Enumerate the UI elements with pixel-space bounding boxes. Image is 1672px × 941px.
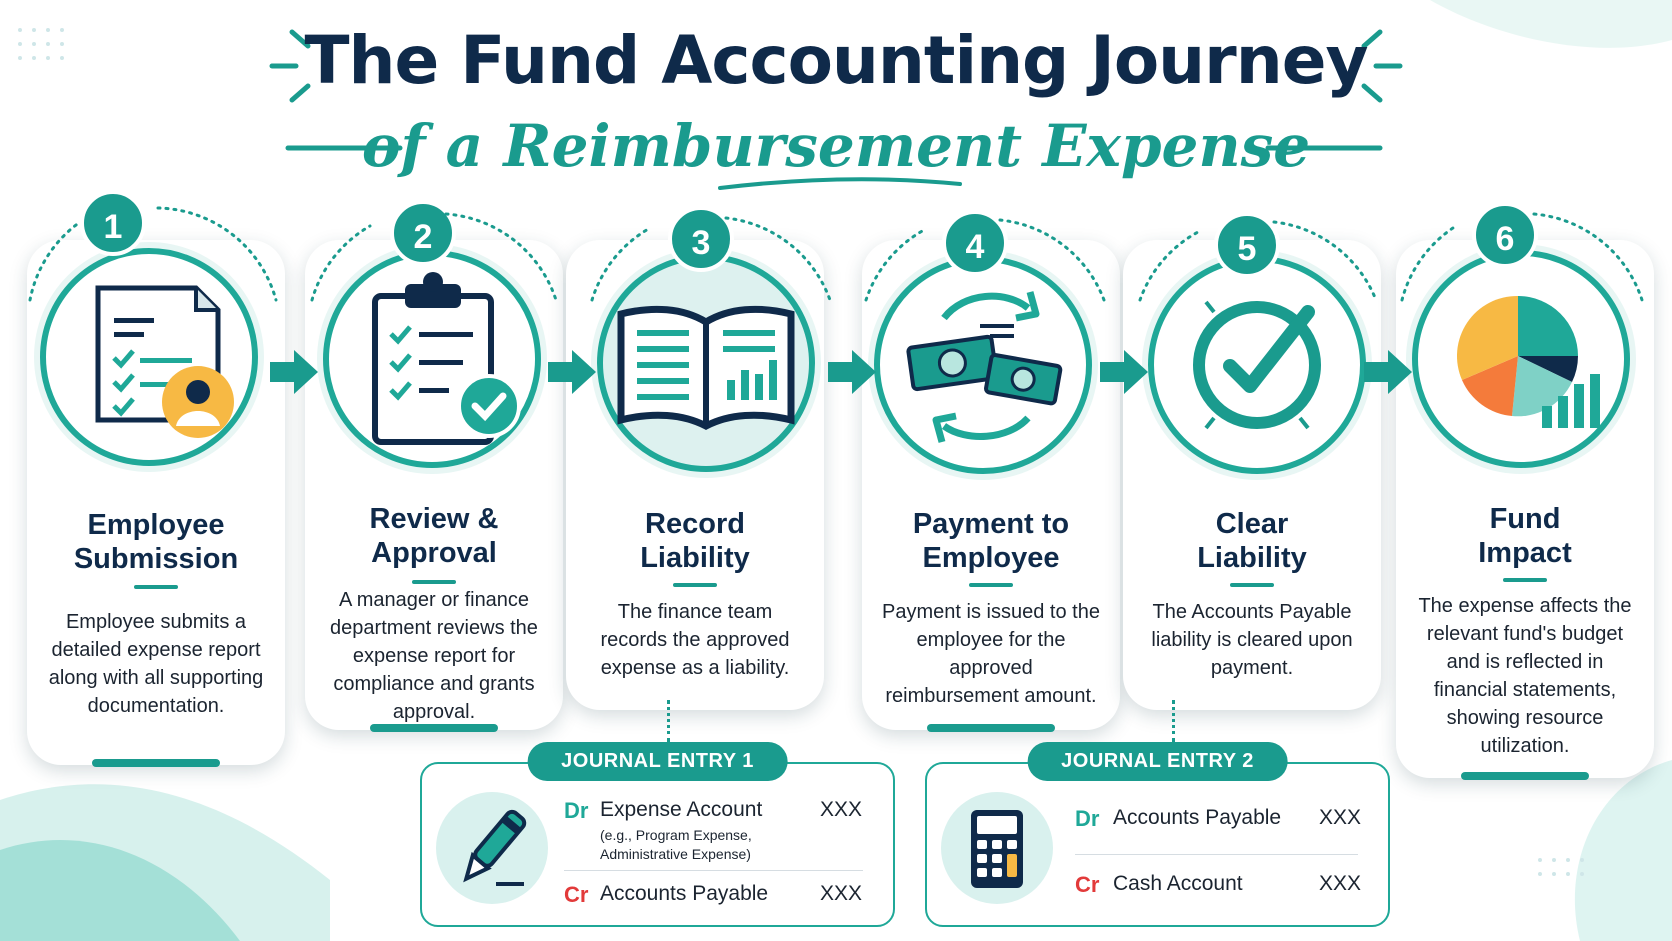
arrow-5-to-6 <box>1364 350 1412 394</box>
step-heading-line: Employee <box>922 542 1060 574</box>
checkmark-circle-icon <box>1193 300 1321 430</box>
arrow-2-to-3 <box>548 350 596 394</box>
debit-label: Dr <box>1075 806 1100 831</box>
step-heading-line: Review & <box>369 503 499 535</box>
arrow-3-to-4 <box>828 350 876 394</box>
entry-divider <box>564 870 863 871</box>
journal-entry-1: JOURNAL ENTRY 1 Dr Expense Account (e.g.… <box>420 742 895 927</box>
card-footer-bar <box>927 724 1055 732</box>
step-number-badge: 6 <box>1472 202 1538 268</box>
step-icon-circle-2 <box>323 250 541 468</box>
debit-amount: XXX <box>820 798 863 821</box>
card-footer-bar <box>92 759 220 767</box>
step-heading: Clear Liability <box>1133 507 1371 575</box>
step-heading: Record Liability <box>576 507 814 575</box>
step-icon-circle-6 <box>1412 250 1630 468</box>
debit-note-line: (e.g., Program Expense, <box>600 827 752 843</box>
dotted-arcs-decoration <box>28 206 1644 302</box>
debit-account-note: (e.g., Program Expense, Administrative E… <box>600 826 752 864</box>
arrow-4-to-5 <box>1100 350 1148 394</box>
credit-account: Accounts Payable <box>600 882 769 905</box>
credit-amount: XXX <box>820 882 863 905</box>
step-description: Payment is issued to the employee for th… <box>882 601 1100 707</box>
heading-underline <box>673 583 717 587</box>
card-footer-bar <box>1461 772 1589 780</box>
credit-label: Cr <box>1075 872 1100 897</box>
step-heading-line: Record <box>645 508 745 540</box>
debit-note-line: Administrative Expense) <box>600 846 751 862</box>
step-number-badge: 3 <box>668 206 734 272</box>
step-heading-line: Liability <box>1197 542 1307 574</box>
page-title: The Fund Accounting Journey <box>304 22 1369 99</box>
title-decoration <box>269 29 1403 190</box>
calculator-icon-graphic <box>971 810 1023 888</box>
expense-report-icon <box>95 285 234 438</box>
step-heading-line: Liability <box>640 542 750 574</box>
step-heading-line: Fund <box>1489 503 1561 535</box>
step-heading-line: Payment to <box>912 508 1070 540</box>
credit-label: Cr <box>564 882 589 907</box>
debit-amount: XXX <box>1319 806 1362 829</box>
cash-transfer-icon <box>906 291 1063 443</box>
heading-underline <box>134 585 178 589</box>
step-number-badge: 4 <box>942 210 1008 276</box>
credit-amount: XXX <box>1319 872 1362 895</box>
step-heading-line: Employee <box>87 509 225 541</box>
step-description: The expense affects the relevant fund's … <box>1418 595 1632 757</box>
calculator-icon <box>941 792 1053 904</box>
step-number-badge: 2 <box>390 200 456 266</box>
step-description: A manager or finance department reviews … <box>330 589 538 723</box>
debit-label: Dr <box>564 798 589 823</box>
step-icon-circle-4 <box>874 256 1092 474</box>
heading-underline <box>1503 578 1547 582</box>
debit-account: Expense Account <box>600 798 763 821</box>
heading-underline <box>412 580 456 584</box>
step-heading-line: Clear <box>1215 508 1289 540</box>
pen-icon <box>436 792 548 904</box>
page-subtitle: of a Reimbursement Expense <box>361 112 1311 180</box>
step-heading-line: Impact <box>1478 537 1572 569</box>
step-heading: Review & Approval <box>315 502 553 570</box>
arrow-1-to-2 <box>270 350 318 394</box>
step-heading-line: Approval <box>371 537 497 569</box>
step-description: The finance team records the approved ex… <box>600 601 790 679</box>
journal-entry-title: JOURNAL ENTRY 2 <box>1027 742 1288 781</box>
debit-account: Accounts Payable <box>1113 806 1282 829</box>
journal-entry-2: JOURNAL ENTRY 2 Dr Accounts Payable XXX … <box>925 742 1390 927</box>
step-heading: Payment to Employee <box>872 507 1110 575</box>
heading-underline <box>969 583 1013 587</box>
heading-underline <box>1230 583 1274 587</box>
pen-icon-graphic <box>463 809 527 886</box>
step-description: Employee submits a detailed expense repo… <box>48 611 264 717</box>
step-icon-circle-1 <box>40 248 258 466</box>
journal-entry-title: JOURNAL ENTRY 1 <box>527 742 788 781</box>
pie-chart-icon <box>1456 295 1600 428</box>
connector-line <box>1172 700 1175 742</box>
step-description: The Accounts Payable liability is cleare… <box>1151 601 1353 679</box>
step-heading: Fund Impact <box>1406 502 1644 570</box>
clipboard-check-icon <box>372 272 521 445</box>
connector-line <box>667 700 670 742</box>
entry-divider <box>1075 854 1358 855</box>
card-footer-bar <box>370 724 498 732</box>
step-heading-line: Submission <box>73 543 239 575</box>
step-number-badge: 5 <box>1214 212 1280 278</box>
credit-account: Cash Account <box>1113 872 1243 895</box>
ledger-book-icon <box>617 305 795 430</box>
step-heading: Employee Submission <box>37 508 275 576</box>
step-number-badge: 1 <box>80 190 146 256</box>
